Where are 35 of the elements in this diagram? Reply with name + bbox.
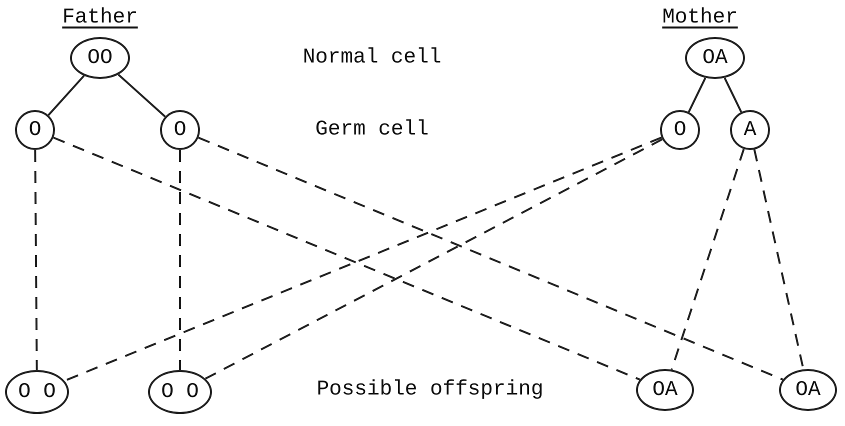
cell-ellipse bbox=[160, 110, 200, 150]
connector-line bbox=[118, 74, 166, 118]
parent-heading: Father bbox=[62, 6, 138, 30]
cell-ellipse bbox=[5, 370, 69, 414]
cell-ellipse bbox=[148, 370, 212, 414]
row-label: Germ cell bbox=[315, 118, 429, 142]
dashed-line bbox=[179, 150, 181, 370]
allele-text: O bbox=[674, 118, 686, 142]
dashed-line bbox=[34, 150, 38, 370]
cell-ellipse bbox=[779, 369, 837, 411]
connector-line bbox=[688, 77, 706, 112]
cell-ellipse bbox=[636, 369, 694, 411]
allele-text: O bbox=[28, 118, 42, 142]
dashed-line bbox=[198, 136, 784, 380]
dashed-line bbox=[670, 148, 745, 370]
allele-text: A bbox=[744, 118, 756, 142]
allele-text: O O bbox=[18, 380, 56, 404]
allele-text: OO bbox=[87, 46, 113, 70]
connector-line bbox=[48, 75, 85, 116]
cell-ellipse bbox=[685, 37, 745, 79]
cell-ellipse bbox=[660, 110, 700, 150]
allele-text: O O bbox=[161, 380, 199, 404]
row-label: Normal cell bbox=[302, 46, 442, 70]
row-label: Possible offspring bbox=[316, 378, 544, 402]
allele-text: OA bbox=[795, 378, 821, 402]
allele-text: O bbox=[174, 118, 186, 142]
cell-ellipse bbox=[15, 110, 55, 150]
dashed-line bbox=[753, 149, 804, 370]
connector-line bbox=[724, 77, 742, 112]
cell-ellipse bbox=[730, 110, 770, 150]
cell-ellipse bbox=[70, 37, 130, 79]
parent-heading: Mother bbox=[662, 6, 738, 30]
allele-text: OA bbox=[652, 378, 678, 402]
allele-text: OA bbox=[702, 46, 728, 70]
dashed-line bbox=[204, 138, 663, 380]
